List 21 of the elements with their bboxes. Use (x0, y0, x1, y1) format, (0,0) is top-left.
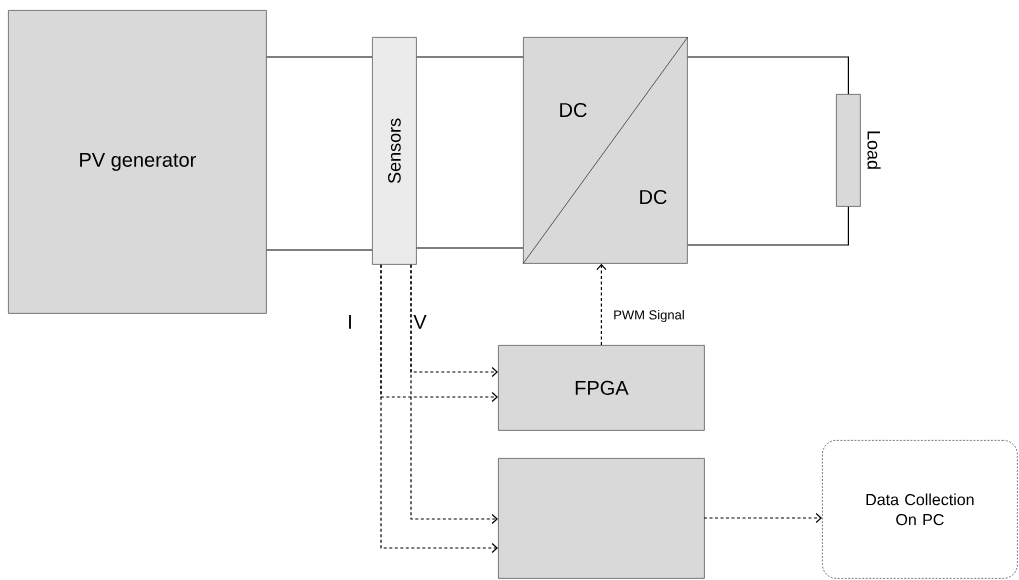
process-box: FPGA (498, 345, 705, 431)
wire (266, 56, 373, 58)
node-label: Load (867, 131, 881, 169)
wire (687, 56, 849, 95)
converter-box: DC DC (522, 36, 689, 265)
edge-label: PWM Signal (612, 308, 686, 324)
dashed-arrow (703, 512, 822, 524)
sensor-bar: Sensors (372, 37, 417, 265)
dashed-arrow (410, 264, 498, 525)
wire (416, 56, 524, 58)
wire (687, 206, 849, 246)
signal-label: I (349, 315, 351, 329)
rounded-box: Data Collection On PC (822, 440, 1018, 579)
wire (266, 249, 373, 251)
signal-label: V (413, 315, 427, 329)
load-resistor: Load (836, 94, 881, 207)
dashed-arrow (596, 263, 607, 346)
pv-generator-box: PV generator (8, 10, 267, 314)
wire (416, 247, 524, 249)
process-box (498, 458, 705, 579)
dashed-arrow (380, 264, 498, 554)
